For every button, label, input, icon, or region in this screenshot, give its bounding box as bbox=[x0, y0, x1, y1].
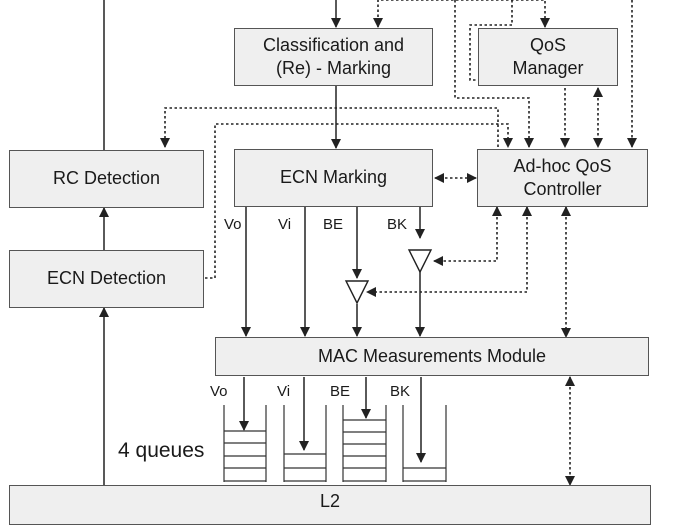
mac-measurements-box: MAC Measurements Module bbox=[215, 337, 649, 376]
class-label-top-bk: BK bbox=[387, 216, 408, 233]
rc-detection-label: RC Detection bbox=[52, 168, 161, 189]
adhoc-controller-line2: Controller bbox=[523, 179, 602, 199]
classification-box: Classification and (Re) - Marking bbox=[234, 28, 433, 86]
tc-triangle-be bbox=[344, 280, 370, 305]
dotted-to-rc-detection bbox=[160, 107, 499, 148]
adhoc-controller-box: Ad-hoc QoS Controller bbox=[477, 149, 648, 207]
mac-measurements-label: MAC Measurements Module bbox=[317, 345, 547, 366]
dotted-top-to-controller bbox=[454, 0, 534, 148]
class-label-bottom-vi: Vi bbox=[277, 383, 291, 400]
rc-detection-box: RC Detection bbox=[9, 150, 204, 208]
l2-box: L2 bbox=[9, 485, 651, 525]
class-label-bottom-bk: BK bbox=[390, 383, 411, 400]
dotted-top-to-controller-2 bbox=[469, 0, 570, 148]
class-label-top-vo: Vo bbox=[224, 216, 242, 233]
ecn-detection-label: ECN Detection bbox=[46, 268, 167, 289]
dotted-ecn-det-to-controller bbox=[205, 123, 513, 279]
queues-label: 4 queues bbox=[118, 439, 205, 462]
ecn-marking-box: ECN Marking bbox=[234, 149, 433, 207]
l2-label: L2 bbox=[319, 491, 341, 511]
adhoc-controller-line1: Ad-hoc QoS bbox=[513, 155, 612, 176]
queues bbox=[223, 405, 447, 482]
qos-manager-line2: Manager bbox=[512, 58, 584, 78]
class-label-top-vi: Vi bbox=[278, 216, 292, 233]
dotted-controller-to-tc-bk bbox=[433, 206, 502, 266]
ecn-detection-box: ECN Detection bbox=[9, 250, 204, 308]
classification-line1: Classification and bbox=[262, 34, 405, 55]
connection-wires bbox=[99, 0, 637, 488]
class-label-bottom-be: BE bbox=[330, 383, 351, 400]
qos-manager-line1: QoS bbox=[529, 34, 567, 55]
qos-manager-box: QoS Manager bbox=[478, 28, 618, 86]
dotted-top-to-qos bbox=[373, 0, 550, 28]
classification-line2: (Re) - Marking bbox=[275, 58, 391, 78]
dotted-controller-to-tc-be bbox=[366, 206, 532, 297]
tc-triangle-bk bbox=[407, 249, 433, 274]
class-label-bottom-vo: Vo bbox=[210, 383, 228, 400]
class-label-top-be: BE bbox=[323, 216, 344, 233]
ecn-marking-label: ECN Marking bbox=[279, 167, 388, 188]
